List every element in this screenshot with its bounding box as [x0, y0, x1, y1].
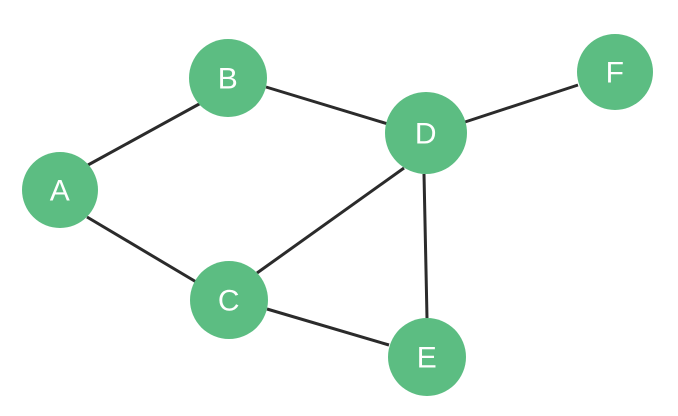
- edges-layer: [86, 83, 579, 347]
- graph-node-a[interactable]: A: [22, 152, 98, 228]
- graph-node-circle-a[interactable]: [22, 152, 98, 228]
- graph-node-label-e: E: [417, 342, 438, 375]
- graph-edge-a-c: [86, 215, 204, 288]
- graph-node-f[interactable]: F: [577, 34, 653, 110]
- graph-node-circle-e[interactable]: [388, 318, 466, 396]
- nodes-layer: A B C D E F: [22, 34, 653, 396]
- graph-node-label-d: D: [415, 118, 437, 151]
- graph-edge-a-b: [87, 101, 202, 167]
- graph-node-c[interactable]: C: [190, 261, 268, 339]
- graph-node-e[interactable]: E: [388, 318, 466, 396]
- graph-node-d[interactable]: D: [385, 92, 467, 174]
- graph-node-label-c: C: [218, 285, 240, 318]
- graph-node-label-b: B: [218, 63, 239, 96]
- graph-edge-d-f: [464, 83, 579, 124]
- graph-node-b[interactable]: B: [189, 39, 267, 117]
- graph-node-circle-d[interactable]: [385, 92, 467, 174]
- graph-node-label-f: F: [606, 57, 625, 90]
- graph-edge-d-e: [422, 173, 429, 319]
- graph-node-label-a: A: [50, 175, 71, 208]
- graph-edge-c-e: [266, 307, 390, 347]
- graph-edge-c-d: [256, 166, 405, 275]
- graph-edge-b-d: [265, 85, 389, 126]
- graph-node-circle-b[interactable]: [189, 39, 267, 117]
- graph-node-circle-c[interactable]: [190, 261, 268, 339]
- graph-node-circle-f[interactable]: [577, 34, 653, 110]
